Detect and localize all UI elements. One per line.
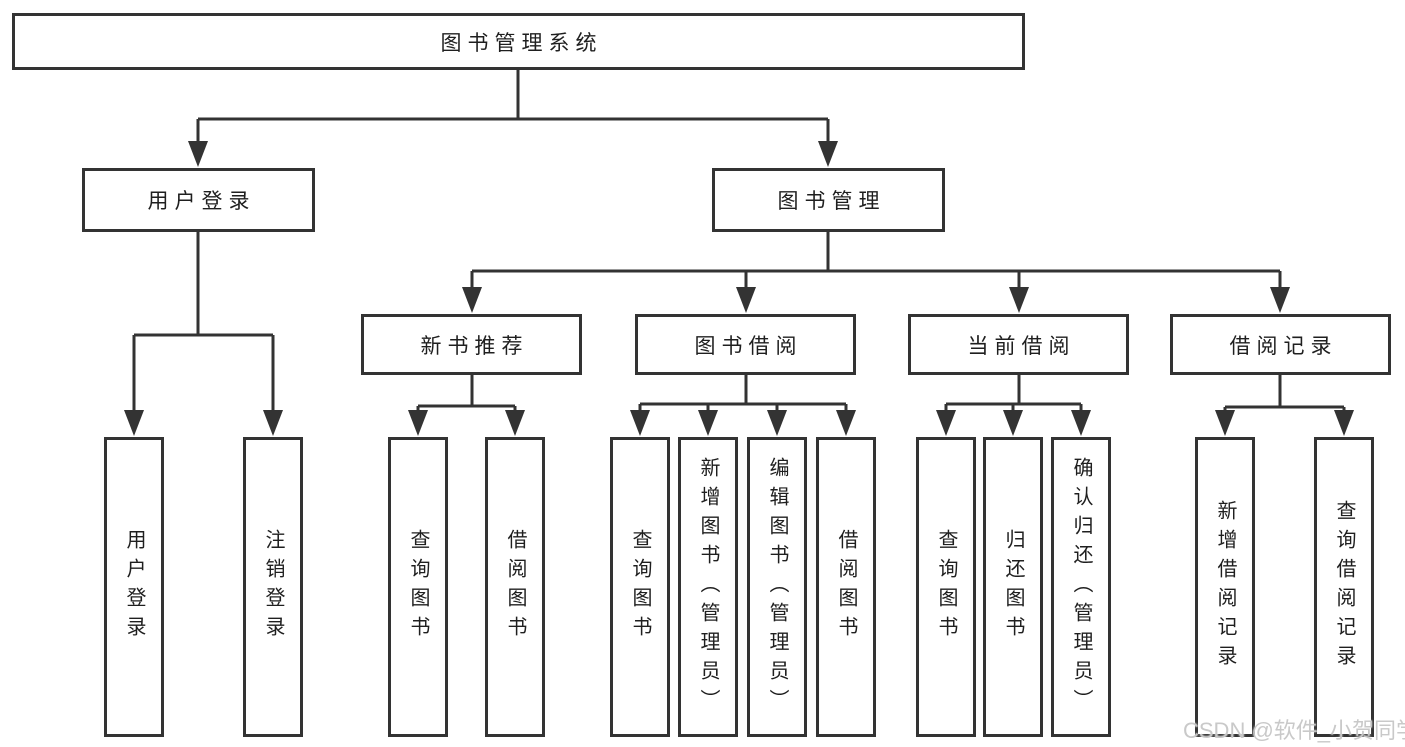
- node-new-book-recommend-label: 新书推荐: [420, 334, 529, 358]
- connector-newbook-to-leaves: [416, 375, 517, 414]
- node-borrow-record-label: 借阅记录: [1229, 334, 1338, 358]
- arrow-down-icon: [818, 141, 838, 167]
- node-new-book-recommend: 新书推荐: [361, 314, 582, 375]
- leaf-query-book-3: 查询图书: [916, 437, 976, 737]
- node-user-login-label: 用户登录: [147, 190, 256, 213]
- leaf-return-book-label: 归还图书: [1002, 529, 1024, 645]
- arrow-down-icon: [936, 410, 956, 436]
- leaf-add-borrow-record-label: 新增借阅记录: [1214, 500, 1236, 674]
- arrow-down-icon: [124, 410, 144, 436]
- leaf-add-book-admin-label: 新增图书（管理员）: [697, 456, 719, 718]
- arrow-down-icon: [767, 410, 787, 436]
- leaf-borrow-book-2: 借阅图书: [816, 437, 876, 737]
- connector-login-to-leaves: [132, 232, 275, 414]
- connector-current-to-leaves: [944, 375, 1083, 414]
- leaf-edit-book-admin-label: 编辑图书（管理员）: [766, 456, 788, 718]
- leaf-add-borrow-record: 新增借阅记录: [1195, 437, 1255, 737]
- node-user-login: 用户登录: [82, 168, 315, 232]
- arrow-down-icon: [188, 141, 208, 167]
- leaf-edit-book-admin: 编辑图书（管理员）: [747, 437, 807, 737]
- leaf-query-borrow-record: 查询借阅记录: [1314, 437, 1374, 737]
- leaf-logout: 注销登录: [243, 437, 303, 737]
- arrow-down-icon: [1071, 410, 1091, 436]
- leaf-add-book-admin: 新增图书（管理员）: [678, 437, 738, 737]
- leaf-query-book-2-label: 查询图书: [629, 529, 651, 645]
- leaf-query-book-1: 查询图书: [388, 437, 448, 737]
- arrow-down-icon: [698, 410, 718, 436]
- leaf-confirm-return-admin-label: 确认归还（管理员）: [1070, 456, 1092, 718]
- leaf-logout-label: 注销登录: [262, 529, 284, 645]
- connector-record-to-leaves: [1223, 375, 1346, 414]
- arrow-down-icon: [836, 410, 856, 436]
- leaf-user-login: 用户登录: [104, 437, 164, 737]
- arrow-down-icon: [1003, 410, 1023, 436]
- node-current-borrow-label: 当前借阅: [967, 334, 1076, 358]
- connector-borrow-to-leaves: [638, 375, 848, 414]
- node-book-mgmt: 图书管理: [712, 168, 945, 232]
- arrow-down-icon: [263, 410, 283, 436]
- node-root: 图书管理系统: [12, 13, 1025, 70]
- leaf-query-borrow-record-label: 查询借阅记录: [1333, 500, 1355, 674]
- leaf-borrow-book-2-label: 借阅图书: [835, 529, 857, 645]
- connector-root-to-level2: [196, 70, 830, 145]
- arrow-down-icon: [408, 410, 428, 436]
- leaf-return-book: 归还图书: [983, 437, 1043, 737]
- arrow-down-icon: [736, 287, 756, 313]
- leaf-query-book-2: 查询图书: [610, 437, 670, 737]
- arrow-down-icon: [630, 410, 650, 436]
- arrow-down-icon: [462, 287, 482, 313]
- node-book-borrow: 图书借阅: [635, 314, 856, 375]
- leaf-user-login-label: 用户登录: [123, 529, 145, 645]
- node-borrow-record: 借阅记录: [1170, 314, 1391, 375]
- leaf-query-book-1-label: 查询图书: [407, 529, 429, 645]
- leaf-query-book-3-label: 查询图书: [935, 529, 957, 645]
- arrow-down-icon: [1334, 410, 1354, 436]
- leaf-borrow-book-1-label: 借阅图书: [504, 529, 526, 645]
- arrow-down-icon: [505, 410, 525, 436]
- arrow-down-icon: [1270, 287, 1290, 313]
- leaf-confirm-return-admin: 确认归还（管理员）: [1051, 437, 1111, 737]
- leaf-borrow-book-1: 借阅图书: [485, 437, 545, 737]
- arrow-down-icon: [1009, 287, 1029, 313]
- node-root-label: 图书管理系统: [440, 31, 603, 55]
- connector-mgmt-to-level3: [470, 232, 1282, 291]
- node-book-mgmt-label: 图书管理: [777, 190, 886, 213]
- node-book-borrow-label: 图书借阅: [694, 334, 803, 358]
- arrow-down-icon: [1215, 410, 1235, 436]
- node-current-borrow: 当前借阅: [908, 314, 1129, 375]
- watermark: CSDN @软件_小贺同学: [1183, 718, 1405, 743]
